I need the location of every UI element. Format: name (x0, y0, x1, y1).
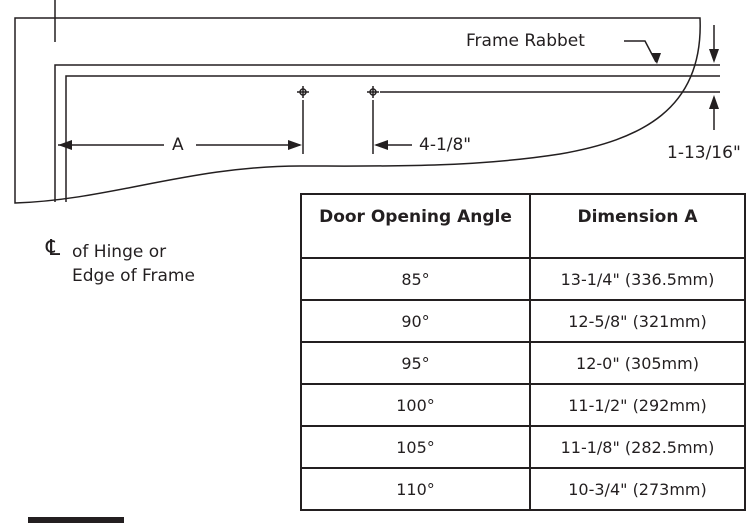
table-row: 95° 12-0" (305mm) (300, 341, 746, 385)
dim-a-arrowhead-right (288, 140, 302, 150)
dim-1-13-16-arrowhead-up (709, 95, 719, 109)
template-outline (14, 17, 701, 204)
dimension-cell: 12-5/8" (321mm) (529, 299, 746, 343)
dimension-cell: 11-1/2" (292mm) (529, 383, 746, 427)
angle-cell: 110° (300, 467, 531, 511)
dim-4-1-8-arrowhead (374, 140, 388, 150)
dimension-1-13-16-label: 1-13/16" (667, 143, 741, 163)
angle-cell: 85° (300, 257, 531, 301)
dimension-cell: 13-1/4" (336.5mm) (529, 257, 746, 301)
table-header-row: Door Opening Angle Dimension A (300, 193, 746, 259)
frame-rabbet-leader (624, 40, 657, 63)
frame-rabbet-arrowhead (651, 53, 661, 64)
dimension-cell: 10-3/4" (273mm) (529, 467, 746, 511)
hinge-label-line1: of Hinge or (72, 242, 167, 262)
dimension-table: Door Opening Angle Dimension A 85° 13-1/… (300, 193, 746, 511)
table-row: 105° 11-1/8" (282.5mm) (300, 425, 746, 469)
angle-cell: 105° (300, 425, 531, 469)
frame-edge-outer (54, 64, 720, 202)
dimension-4-1-8-label: 4-1/8" (419, 135, 472, 155)
table-row: 90° 12-5/8" (321mm) (300, 299, 746, 343)
angle-cell: 95° (300, 341, 531, 385)
hinge-label-line2: Edge of Frame (72, 266, 195, 286)
dimension-cell: 12-0" (305mm) (529, 341, 746, 385)
angle-cell: 90° (300, 299, 531, 343)
footer-bar (28, 517, 124, 523)
centerline-symbol: ℄ (46, 236, 61, 261)
frame-rabbet-label: Frame Rabbet (466, 31, 585, 51)
dim-a-arrowhead-left (58, 140, 72, 150)
mounting-hole-1 (297, 86, 309, 98)
dimension-a-label: A (172, 135, 184, 155)
mounting-hole-2 (367, 86, 379, 98)
angle-cell: 100° (300, 383, 531, 427)
table-row: 110° 10-3/4" (273mm) (300, 467, 746, 511)
table-row: 100° 11-1/2" (292mm) (300, 383, 746, 427)
frame-rabbet-line (65, 75, 720, 202)
table-row: 85° 13-1/4" (336.5mm) (300, 257, 746, 301)
header-dimension-a: Dimension A (529, 193, 746, 259)
dim-1-13-16-arrowhead-down (709, 49, 719, 63)
header-door-opening-angle: Door Opening Angle (300, 193, 531, 259)
dimension-cell: 11-1/8" (282.5mm) (529, 425, 746, 469)
